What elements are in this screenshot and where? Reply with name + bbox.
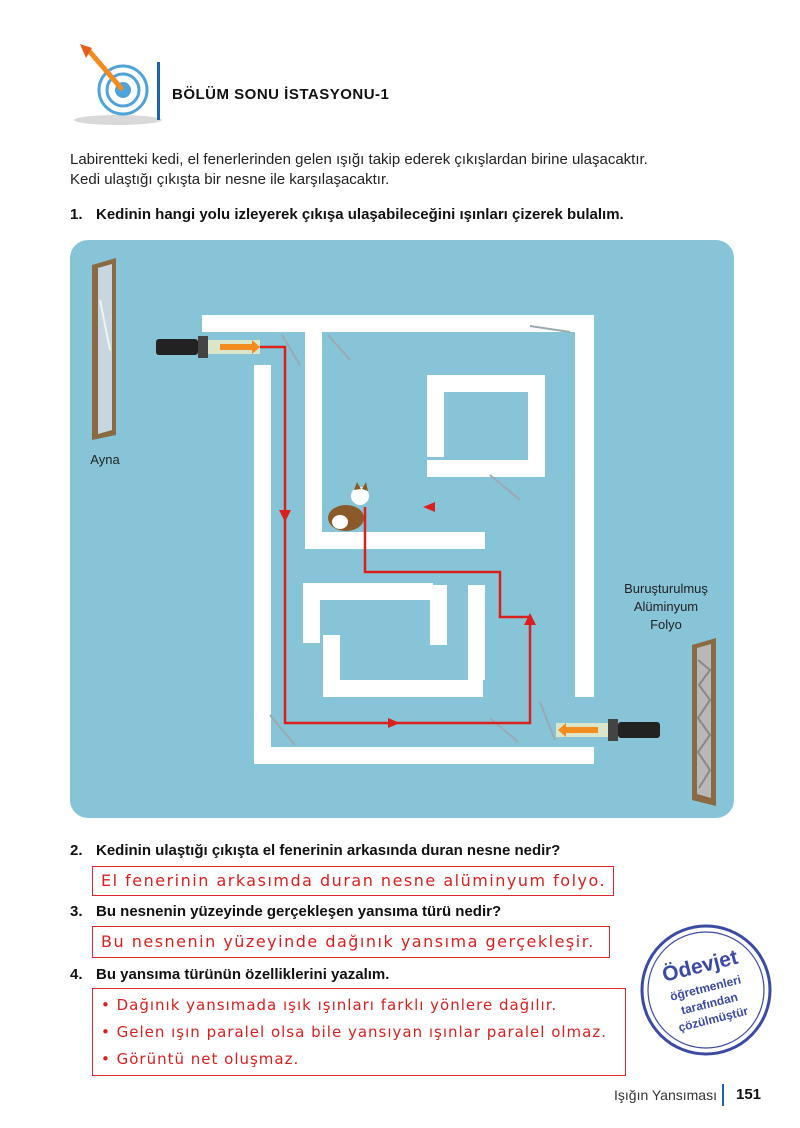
question-number: 1.	[70, 206, 83, 223]
question-number: 3.	[70, 903, 83, 920]
question-1: 1. Kedinin hangi yolu izleyerek çıkışa ul…	[70, 206, 624, 223]
flashlight-icon-right	[556, 719, 660, 741]
intro-line-2: Kedi ulaştığı çıkışta bir nesne ile karş…	[70, 171, 390, 188]
answer-text: Bu nesnenin yüzeyinde dağınık yansıma ge…	[101, 932, 595, 951]
footer-title: Işığın Yansıması	[614, 1087, 717, 1103]
mirror-label: Ayna	[90, 452, 120, 467]
answer-box-4[interactable]: • Dağınık yansımada ışık ışınları farklı…	[92, 988, 626, 1076]
ray-arrowheads	[279, 502, 536, 728]
question-4: 4. Bu yansıma türünün özelliklerini yazal…	[70, 966, 389, 983]
intro-line-1: Labirentteki kedi, el fenerlerinden gele…	[70, 151, 648, 168]
footer-divider	[722, 1084, 724, 1106]
question-text: Kedinin ulaştığı çıkışta el fenerinin ar…	[96, 842, 561, 859]
page-number: 151	[736, 1086, 762, 1103]
mirror-icon	[92, 258, 116, 440]
flashlight-icon-left	[156, 336, 260, 358]
answer-item: • Dağınık yansımada ışık ışınları farklı…	[101, 996, 558, 1014]
question-2: 2. Kedinin ulaştığı çıkışta el fenerinin …	[70, 842, 560, 859]
question-3: 3. Bu nesnenin yüzeyinde gerçekleşen yans…	[70, 903, 501, 920]
question-text: Bu nesnenin yüzeyinde gerçekleşen yansım…	[96, 903, 502, 920]
question-text: Bu yansıma türünün özelliklerini yazalım…	[96, 966, 390, 983]
answer-item: • Görüntü net oluşmaz.	[101, 1050, 300, 1068]
mirror-pieces	[269, 325, 571, 746]
maze-walls	[202, 315, 594, 764]
answer-text: El fenerinin arkasımda duran nesne alümi…	[101, 871, 607, 890]
section-title: BÖLÜM SONU İSTASYONU-1	[172, 86, 390, 103]
question-number: 4.	[70, 966, 83, 983]
odevjet-stamp: Ödevjet öğretmenleri tarafından çözülmüş…	[640, 924, 772, 1056]
header-divider	[157, 62, 160, 120]
foil-label-line-1: Buruşturulmuş	[624, 581, 708, 596]
foil-icon	[692, 638, 716, 806]
foil-label: Buruşturulmuş Alüminyum Folyo	[612, 580, 720, 634]
answer-item: • Gelen ışın paralel olsa bile yansıyan …	[101, 1023, 607, 1041]
intro-text: Labirentteki kedi, el fenerlerinden gele…	[70, 150, 750, 190]
question-number: 2.	[70, 842, 83, 859]
maze-illustration	[92, 258, 716, 806]
target-dart-icon	[74, 44, 162, 125]
answer-box-3[interactable]: Bu nesnenin yüzeyinde dağınık yansıma ge…	[92, 926, 610, 958]
answer-box-2[interactable]: El fenerinin arkasımda duran nesne alümi…	[92, 866, 614, 896]
question-text: Kedinin hangi yolu izleyerek çıkışa ulaş…	[96, 206, 624, 223]
foil-label-line-3: Folyo	[650, 617, 682, 632]
foil-label-line-2: Alüminyum	[633, 599, 699, 614]
maze-panel	[70, 240, 734, 818]
cat-icon	[328, 482, 369, 531]
